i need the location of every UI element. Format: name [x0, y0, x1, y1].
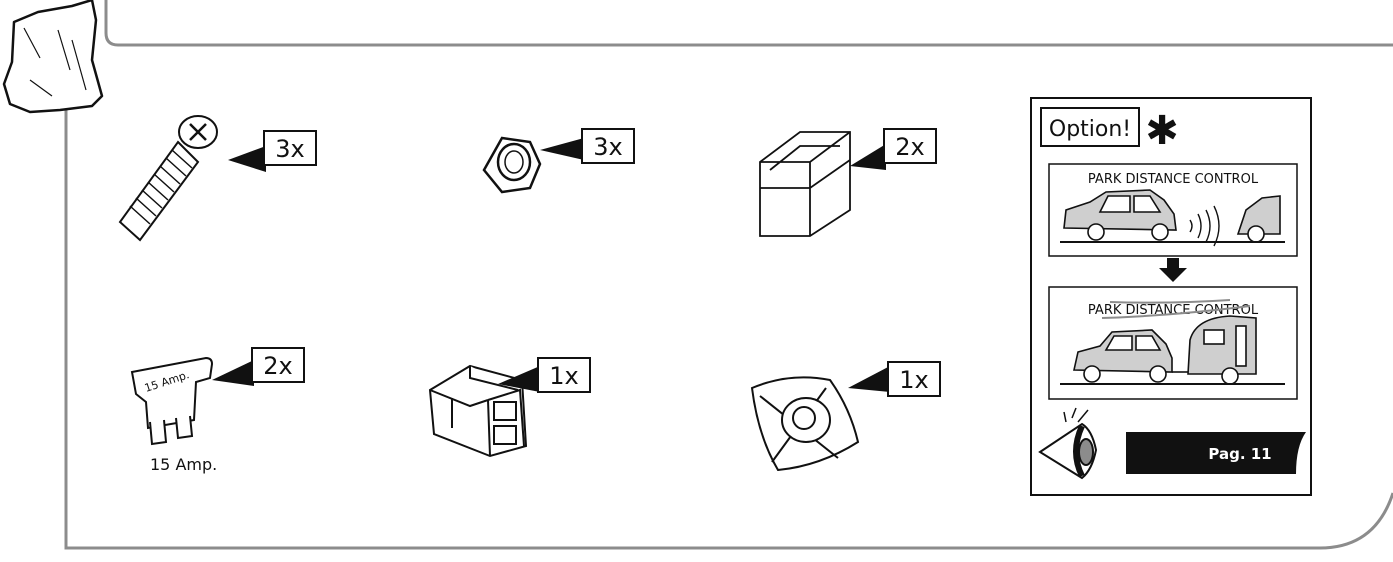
box-cover-icon [759, 131, 851, 237]
pdc-strike-icon [1101, 299, 1251, 319]
connector-qty: 1x [549, 362, 578, 390]
screw-qty-badge: 3x [228, 130, 317, 172]
screw-qty: 3x [275, 135, 304, 163]
connector-qty-badge: 1x [498, 357, 591, 393]
option-panel: Option! ✱ PARK DISTANCE CONTROL PARK DIS… [1030, 97, 1312, 496]
kit-frame [64, 0, 1393, 550]
box-cover-qty-badge: 2x [850, 128, 937, 170]
eye-icon [1038, 407, 1098, 480]
quantity-badges: 3x 3x 2x 2x 1x 1x [212, 128, 941, 397]
asterisk-icon: ✱ [1145, 108, 1179, 154]
tie-mount-icon [750, 376, 860, 472]
fuse-qty-badge: 2x [212, 347, 305, 386]
tie-mount-qty-badge: 1x [848, 361, 941, 397]
fuse-caption: 15 Amp. [150, 455, 217, 474]
connector-icon [428, 364, 528, 458]
page-ref-label: Pag. 11 [1208, 445, 1271, 463]
bag-icon [2, 0, 104, 114]
page-ref-tab [1126, 432, 1306, 474]
nut-icon [482, 136, 542, 194]
tie-mount-qty: 1x [899, 366, 928, 394]
nut-qty-badge: 3x [540, 128, 635, 164]
box-cover-qty: 2x [895, 133, 924, 161]
screw-icon [118, 115, 218, 242]
fuse-qty: 2x [263, 352, 292, 380]
pdc-label-bottom: PARK DISTANCE CONTROL [1088, 303, 1259, 318]
fuse-icon [130, 356, 214, 446]
pdc-label-top: PARK DISTANCE CONTROL [1088, 172, 1259, 187]
car-with-trailer-icon [1073, 315, 1257, 385]
nut-qty: 3x [593, 133, 622, 161]
down-arrow-icon [1159, 258, 1187, 282]
option-title: Option! [1049, 117, 1131, 142]
